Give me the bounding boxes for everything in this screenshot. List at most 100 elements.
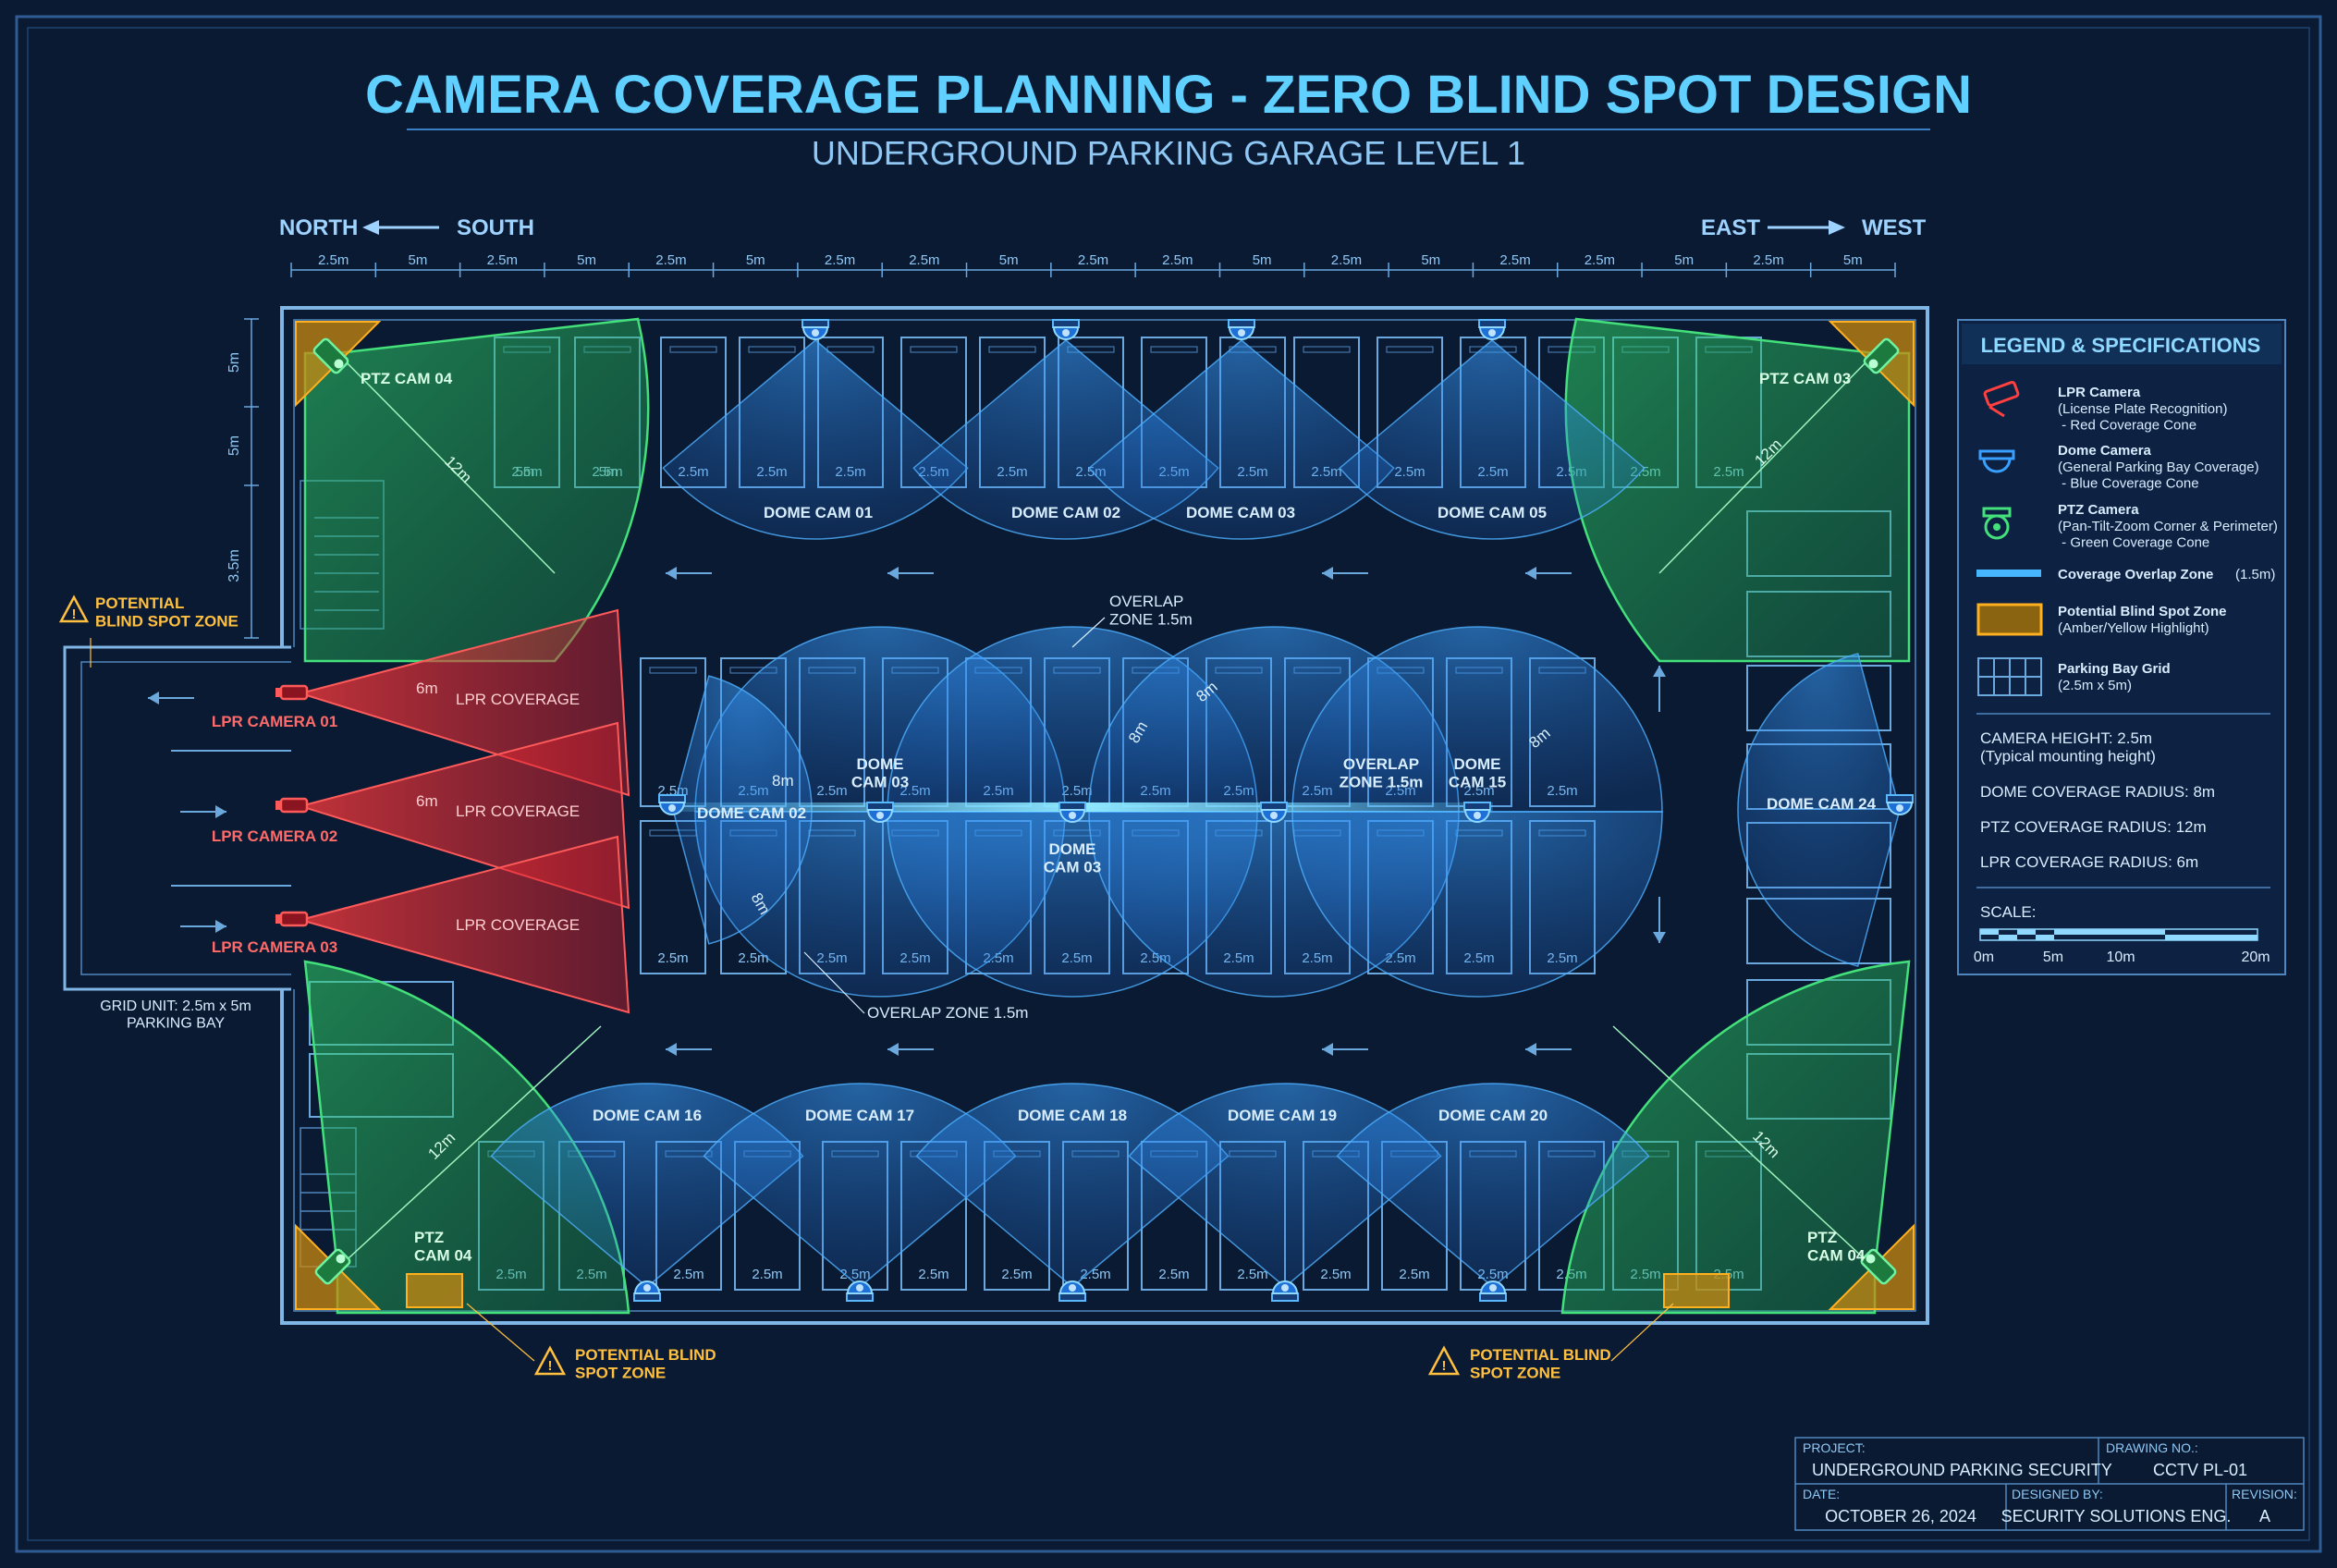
legend-lpr-camera-icon	[1983, 381, 2020, 418]
scale-tick: 0m	[1974, 949, 1994, 965]
lpr-cone-03	[297, 835, 630, 1014]
side-dimension-label: 3.5m	[226, 549, 242, 582]
wheel-stop	[910, 346, 958, 353]
entrance-wall	[63, 645, 291, 991]
dome-label: DOME CAM 17	[805, 1107, 914, 1124]
dome-camera-icon	[1260, 802, 1288, 823]
leader-line	[803, 951, 865, 1014]
top-dimension-label: 5m	[746, 252, 765, 268]
lpr-range-label: 6m	[416, 680, 438, 697]
lpr-camera-icon	[275, 797, 309, 814]
dome-coverage-fan	[1291, 626, 1663, 813]
dome-label: DOME CAM 03	[1186, 504, 1295, 521]
tb-date: OCTOBER 26, 2024	[1825, 1507, 1976, 1525]
wheel-stop	[988, 346, 1036, 353]
lpr-label: LPR CAMERA 02	[212, 827, 337, 845]
bay-dimension-label: 2.5m	[657, 950, 688, 966]
legend-item-desc: (2.5m x 5m)	[2058, 678, 2132, 693]
lpr-coverage-label: LPR COVERAGE	[456, 916, 580, 934]
lpr-coverage-label: LPR COVERAGE	[456, 691, 580, 708]
ptz-coverage	[303, 317, 1911, 1315]
top-dimension-label: 2.5m	[1331, 252, 1362, 268]
top-dimension-label: 5m	[1843, 252, 1863, 268]
bay-dimension-label: 2.5m	[918, 1267, 948, 1282]
dome-coverage-fan	[1291, 811, 1663, 998]
warning-icon-mark: !	[1442, 1358, 1447, 1374]
top-dimension-label: 2.5m	[1753, 252, 1783, 268]
wheel-stop	[1150, 346, 1198, 353]
leader-line	[1071, 617, 1106, 648]
top-dimensions: 2.5m 5m 2.5m 5m 2.5m 5m 2.5m 2.5m 5m 2.5m 2.5m 5m 2.…	[290, 252, 1896, 277]
ptz-camera-icon	[312, 337, 349, 374]
top-dimension-label: 2.5m	[655, 252, 686, 268]
tb-revision: A	[2259, 1507, 2270, 1525]
wheel-stop	[649, 667, 697, 674]
legend-ptz-camera-icon	[1982, 507, 2012, 540]
title-block	[1794, 1437, 2305, 1531]
legend-item-desc: (Pan-Tilt-Zoom Corner & Perimeter) - Gre…	[2058, 519, 2278, 550]
entrance-wall-inner	[80, 661, 291, 975]
spec-line: PTZ COVERAGE RADIUS: 12m	[1980, 818, 2207, 836]
dome-label: DOME CAM 02	[1011, 504, 1120, 521]
lpr-label: LPR CAMERA 03	[212, 938, 337, 956]
ptz-camera-icon	[1860, 1248, 1897, 1285]
warning-icon-mark: !	[72, 606, 77, 622]
ptz-label: PTZ CAM 04	[361, 370, 453, 387]
compass-west: WEST	[1862, 215, 1927, 240]
camera-icons	[275, 319, 1914, 1302]
leader-line	[466, 1303, 535, 1362]
ptz-radius-line	[1658, 352, 1876, 574]
ptz-cone-top-left	[303, 317, 650, 663]
top-dimension-label: 2.5m	[825, 252, 855, 268]
warning-icon	[58, 594, 90, 623]
top-dimension-label: 2.5m	[318, 252, 349, 268]
leader-line	[1610, 1303, 1674, 1362]
top-dimension-label: 5m	[1253, 252, 1272, 268]
top-dimension-label: 2.5m	[1078, 252, 1108, 268]
lpr-range-label: 6m	[416, 792, 438, 810]
top-dimension-label: 2.5m	[1162, 252, 1193, 268]
top-dimension-label: 2.5m	[1499, 252, 1530, 268]
bay-dimension-label: 2.5m	[1158, 1267, 1189, 1282]
dome-label: DOME CAM 20	[1438, 1107, 1548, 1124]
scale-tick: 20m	[2241, 949, 2270, 965]
top-dimension-label: 5m	[999, 252, 1019, 268]
top-dimension-label: 2.5m	[1585, 252, 1615, 268]
legend-dome-camera-icon	[1978, 449, 2015, 473]
ptz-camera-icon	[1863, 337, 1900, 374]
tb-project: UNDERGROUND PARKING SECURITY	[1812, 1461, 2112, 1479]
tb-revision-label: REVISION:	[2232, 1487, 2297, 1501]
legend-item-desc: (1.5m)	[2235, 567, 2275, 582]
ptz-radius-line	[336, 1025, 602, 1269]
dome-label: DOME CAM 05	[1438, 504, 1547, 521]
top-dimension-label: 2.5m	[909, 252, 939, 268]
drawing-frame-inner	[27, 27, 2310, 1541]
side-dimension-label: 5m	[226, 435, 242, 456]
dome-camera-icon	[1463, 802, 1491, 823]
legend-item-name: Dome Camera	[2058, 443, 2152, 459]
dome-camera-icon	[658, 794, 686, 815]
legend-title: LEGEND & SPECIFICATIONS	[1981, 334, 2261, 357]
wheel-stop	[826, 346, 875, 353]
ptz-camera-icon	[314, 1248, 351, 1285]
lpr-coverage	[297, 608, 630, 1014]
top-dimension-label: 5m	[1674, 252, 1694, 268]
dome-camera-icon	[1052, 319, 1080, 340]
dome-coverage-fan	[1737, 653, 1901, 967]
compass-north: NORTH	[279, 215, 358, 240]
entrance-cover	[277, 647, 305, 989]
compass-south: SOUTH	[457, 215, 534, 240]
warning-icon-mark: !	[548, 1358, 553, 1374]
ptz-radius-line	[336, 352, 556, 574]
dome-camera-icon	[1058, 1280, 1086, 1302]
